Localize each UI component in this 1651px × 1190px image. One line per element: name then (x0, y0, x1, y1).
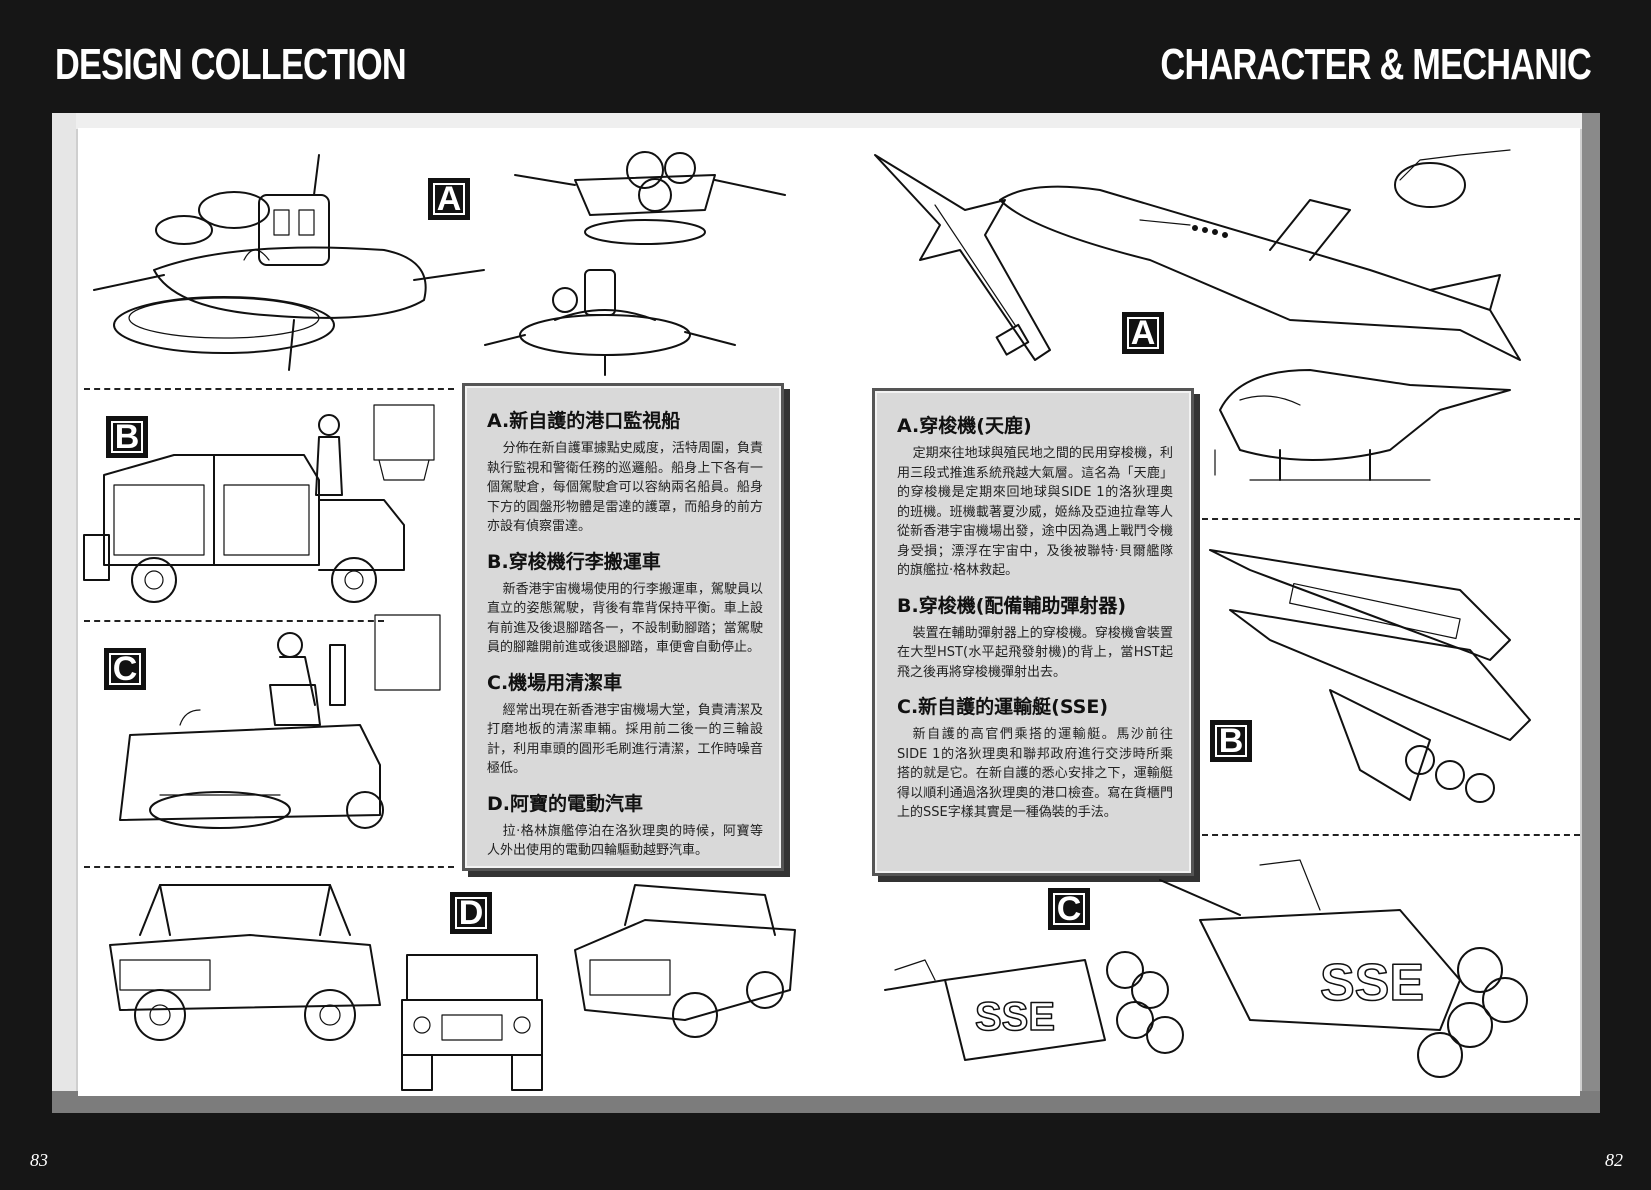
svg-text:SSE: SSE (1320, 954, 1424, 1012)
sse-transport-large-illustration: SSE (1159, 859, 1528, 1078)
sse-transport-illustration: SSE (884, 951, 1184, 1061)
section-title: C.機場用清潔車 (487, 671, 623, 694)
section-title: C.新自護的運輸艇(SSE) (897, 696, 1109, 718)
divider (1202, 518, 1580, 520)
divider (84, 388, 454, 390)
label-right-a: A (1122, 312, 1164, 354)
left-text-box: A.新自護的港口監視船 分佈在新自護軍據點史威度，活特周圍，負責執行監視和警衛任… (462, 383, 784, 871)
section-title: D.阿寶的電動汽車 (487, 792, 643, 815)
patrol-boat-side-illustration (484, 269, 736, 376)
section-body: 定期來往地球與殖民地之間的民用穿梭機，利用三段式推進系統飛越大氣層。這名為「天鹿… (897, 446, 1173, 578)
label-right-b: B (1210, 720, 1252, 762)
section-body: 新自護的高官們乘搭的運輸艇。馬沙前往SIDE 1的洛狄理奧和聯邦政府進行交涉時所… (897, 727, 1173, 820)
section-title: A.穿梭機(天鹿) (897, 415, 1032, 437)
divider (84, 866, 454, 868)
section-body: 拉‧格林旗艦停泊在洛狄理奧的時候，阿寶等人外出使用的電動四輪驅動越野汽車。 (487, 823, 763, 859)
right-text-box: A.穿梭機(天鹿) 定期來往地球與殖民地之間的民用穿梭機，利用三段式推進系統飛越… (872, 388, 1194, 876)
baggage-cart-illustration (83, 404, 435, 603)
page-number-left: 83 (30, 1150, 48, 1170)
cleaning-car-illustration (119, 614, 441, 829)
section-body: 裝置在輔助彈射器上的穿梭機。穿梭機會裝置在大型HST(水平起飛發射機)的背上，當… (897, 625, 1173, 680)
shuttle-tenroku-illustration (999, 149, 1521, 361)
label-left-c: C (104, 648, 146, 690)
section-body: 新香港宇宙機場使用的行李搬運車，駕駛員以直立的姿態駕駛，背後有靠背保持平衡。車上… (487, 581, 763, 656)
header-right-title: CHARACTER & MECHANIC (1160, 40, 1591, 89)
label-left-b: B (106, 416, 148, 458)
shuttle-hst-illustration (1209, 549, 1531, 803)
divider (1202, 834, 1580, 836)
shuttle-booster-illustration (874, 154, 1051, 361)
section-title: B.穿梭機(配備輔助彈射器) (897, 594, 1127, 617)
shuttle-landed-illustration (1214, 369, 1511, 481)
electric-jeep-rear-illustration (574, 884, 796, 1038)
section-body: 經常出現在新香港宇宙機場大堂，負責清潔及打磨地板的清潔車輛。採用前二後一的三輪設… (487, 702, 763, 777)
section-title: B.穿梭機行李搬運車 (487, 550, 661, 573)
page-number-right: 82 (1605, 1150, 1623, 1170)
label-left-d: D (450, 892, 492, 934)
header-left-title: DESIGN COLLECTION (55, 40, 407, 89)
label-left-a: A (428, 178, 470, 220)
label-right-c: C (1048, 888, 1090, 930)
divider (84, 620, 384, 622)
patrol-boat-top-illustration (514, 151, 786, 245)
electric-jeep-front-illustration (401, 954, 543, 1091)
section-body: 分佈在新自護軍據點史威度，活特周圍，負責執行監視和警衛任務的巡邏船。船身上下各有… (487, 441, 763, 534)
patrol-boat-illustration (93, 154, 485, 371)
section-title: A.新自護的港口監視船 (487, 410, 681, 432)
electric-jeep-illustration (109, 884, 381, 1041)
svg-text:SSE: SSE (975, 995, 1055, 1039)
